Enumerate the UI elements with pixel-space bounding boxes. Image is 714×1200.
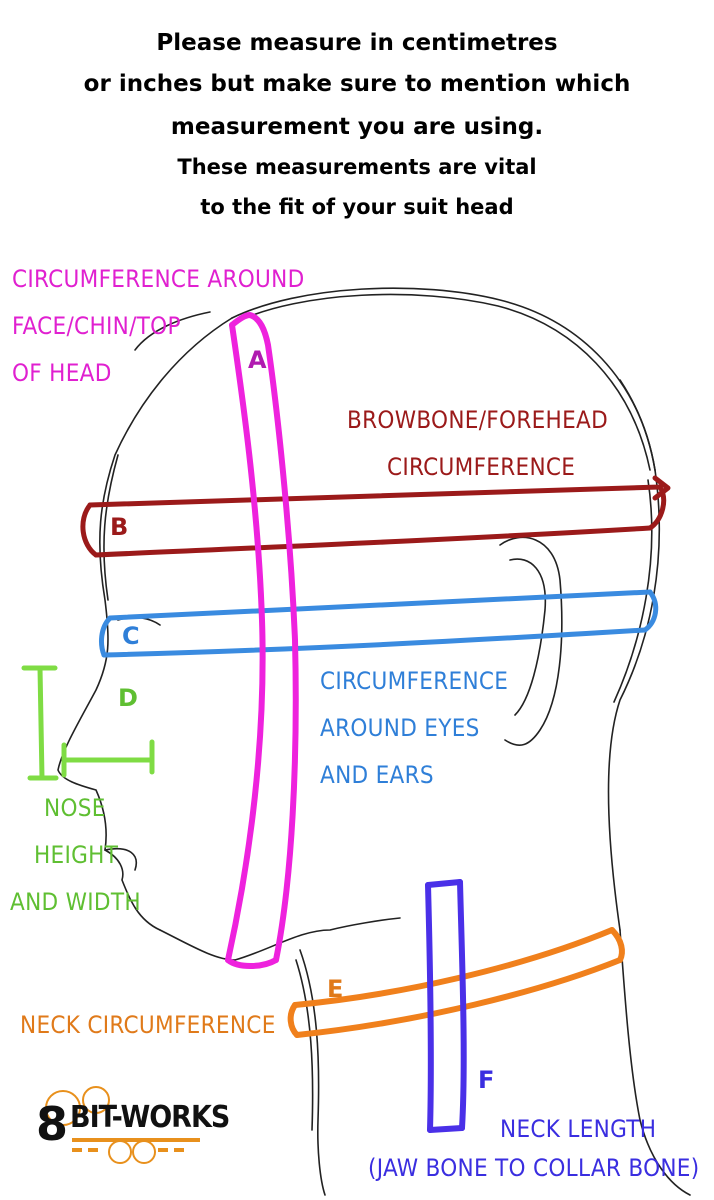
letter-e: E — [327, 975, 344, 1003]
band-a — [225, 312, 299, 969]
label-f-line-2: (JAW BONE TO COLLAR BONE) — [368, 1154, 700, 1182]
label-a-line-1: CIRCUMFERENCE AROUND — [12, 265, 305, 293]
letter-d: D — [118, 684, 138, 712]
instruction-line-4: These measurements are vital — [177, 155, 537, 179]
logo-text: BIT-WORKS — [70, 1100, 230, 1135]
label-a-line-2: FACE/CHIN/TOP — [12, 312, 181, 340]
label-b-line-2: CIRCUMFERENCE — [387, 453, 576, 481]
logo-digit: 8 — [36, 1097, 68, 1151]
instruction-line-3: measurement you are using. — [170, 114, 544, 140]
instruction-line-1: Please measure in centimetres — [156, 30, 558, 56]
label-b-line-1: BROWBONE/FOREHEAD — [347, 406, 609, 434]
letter-c: C — [122, 622, 140, 650]
bit-works-logo: 8 — [36, 1086, 200, 1164]
label-a-line-3: OF HEAD — [12, 359, 112, 387]
letter-a: A — [248, 346, 267, 374]
label-d-line-1: NOSE — [44, 794, 106, 822]
label-c-line-2: AROUND EYES — [320, 714, 480, 742]
label-f-line-1: NECK LENGTH — [500, 1115, 657, 1143]
band-e — [287, 927, 625, 1038]
instruction-line-5: to the fit of your suit head — [200, 195, 514, 219]
label-c-line-1: CIRCUMFERENCE — [320, 667, 509, 695]
label-d-line-3: AND WIDTH — [10, 888, 141, 916]
band-b — [80, 475, 671, 558]
letter-f: F — [478, 1066, 495, 1094]
label-d-line-2: HEIGHT — [34, 841, 119, 869]
letter-b: B — [110, 513, 129, 541]
instruction-line-2: or inches but make sure to mention which — [83, 71, 631, 97]
band-f — [425, 879, 467, 1133]
label-c-line-3: AND EARS — [320, 761, 434, 789]
band-c — [99, 589, 659, 658]
band-d — [21, 665, 155, 781]
label-e-line-1: NECK CIRCUMFERENCE — [20, 1011, 276, 1039]
